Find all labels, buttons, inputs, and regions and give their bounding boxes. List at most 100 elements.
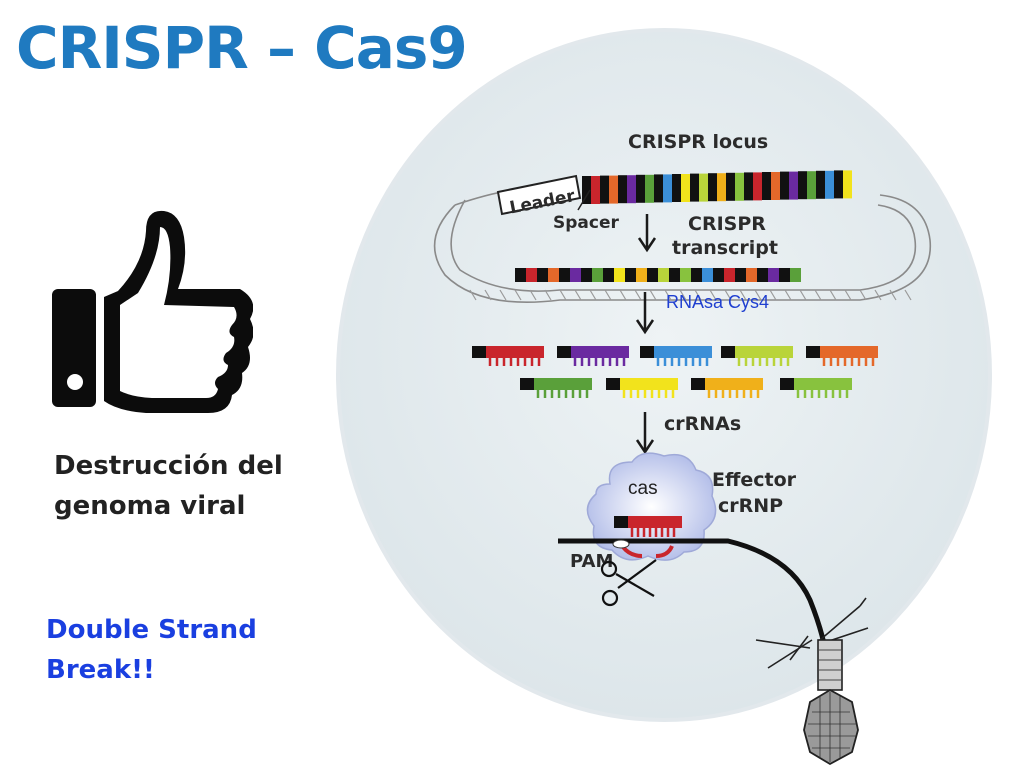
highlight-line-2: Break!!: [46, 655, 155, 685]
helix-rung: [664, 289, 672, 301]
caption-double-strand-break: Double Strand Break!!: [46, 610, 306, 690]
effector-label-2: crRNP: [718, 495, 783, 517]
slide-title: CRISPR – Cas9: [16, 14, 468, 82]
crrna-fragments: [472, 346, 878, 398]
crrna-spacer: [820, 346, 878, 358]
locus-spacer: [627, 175, 636, 204]
locus-spacer: [609, 175, 618, 204]
locus-spacer: [699, 173, 708, 202]
helix-rung: [769, 289, 777, 301]
caption-line-2: genoma viral: [54, 491, 246, 521]
helix-rung: [874, 289, 882, 301]
crrna-spacer: [571, 346, 629, 358]
transcript-repeat: [647, 268, 658, 282]
locus-spacer: [843, 170, 852, 199]
transcript-repeat: [625, 268, 636, 282]
transcript-spacer: [526, 268, 537, 282]
helix-rung: [529, 289, 537, 301]
arrow-down-3-icon: [635, 412, 655, 455]
locus-repeat: [654, 174, 663, 203]
effector-label-1: Effector: [712, 469, 797, 491]
locus-repeat: [582, 176, 591, 204]
helix-rung: [469, 289, 477, 301]
crrna-repeat: [606, 378, 620, 390]
transcript-repeat: [581, 268, 592, 282]
locus-repeat: [600, 175, 609, 204]
arrow-down-2-icon: [635, 292, 655, 335]
dna-helix-ring: [433, 189, 932, 303]
crrna-spacer: [794, 378, 852, 390]
locus-spacer: [825, 170, 834, 199]
crrna-repeat: [721, 346, 735, 358]
crrna-repeat: [780, 378, 794, 390]
caption-viral-genome: Destrucción del genoma viral: [54, 446, 314, 526]
locus-spacer: [591, 176, 600, 204]
transcript-repeat: [757, 268, 768, 282]
scissors-icon: [600, 559, 657, 607]
crispr-locus-label: CRISPR locus: [628, 131, 768, 153]
transcript-repeat: [559, 268, 570, 282]
helix-rung: [784, 289, 792, 301]
crrnas-label: crRNAs: [664, 413, 741, 435]
locus-repeat: [816, 170, 825, 199]
thumbs-up-icon: [48, 205, 254, 427]
crrna-repeat: [806, 346, 820, 358]
locus-repeat: [744, 172, 753, 201]
transcript-repeat: [735, 268, 746, 282]
arrow-down-1-icon: [637, 214, 657, 253]
bound-crrna: [614, 516, 682, 537]
helix-rung: [589, 289, 597, 301]
transcript-label-2: transcript: [672, 237, 778, 259]
transcript-repeat: [691, 268, 702, 282]
helix-rung: [499, 289, 507, 301]
locus-repeat: [690, 173, 699, 202]
crrna-spacer: [735, 346, 793, 358]
crrna-repeat: [520, 378, 534, 390]
helix-rung: [814, 289, 822, 301]
crrna-spacer: [486, 346, 544, 358]
helix-rung: [514, 289, 522, 301]
helix-rung: [559, 289, 567, 301]
transcript-spacer: [570, 268, 581, 282]
crrna-spacer: [620, 378, 678, 390]
crrna-repeat: [557, 346, 571, 358]
transcript-repeat: [537, 268, 548, 282]
helix-rung: [859, 289, 867, 301]
locus-spacer: [717, 173, 726, 202]
locus-spacer: [789, 171, 798, 200]
helix-rung: [574, 289, 582, 301]
locus-spacer: [753, 172, 762, 201]
pam-marker: [612, 539, 630, 549]
crrna-spacer: [534, 378, 592, 390]
transcript-spacer: [768, 268, 779, 282]
highlight-line-1: Double Strand: [46, 615, 257, 645]
transcript-spacer: [658, 268, 669, 282]
helix-rung: [904, 289, 912, 301]
cas-label: cas: [628, 478, 658, 499]
transcript-spacer: [790, 268, 801, 282]
transcript-repeat: [669, 268, 680, 282]
crrna-repeat: [691, 378, 705, 390]
helix-rung: [844, 289, 852, 301]
locus-spacer: [681, 174, 690, 202]
rnase-cys4-label: RNAsa Cys4: [666, 292, 769, 312]
helix-rung: [739, 289, 747, 301]
transcript-spacer: [702, 268, 713, 282]
bacteriophage-icon: [755, 597, 869, 766]
crrna-repeat: [640, 346, 654, 358]
transcript-repeat: [603, 268, 614, 282]
transcript-spacer: [592, 268, 603, 282]
helix-rung: [634, 289, 642, 301]
caption-line-1: Destrucción del: [54, 451, 283, 481]
helix-rung: [754, 289, 762, 301]
transcript-spacer: [636, 268, 647, 282]
transcript-spacer: [680, 268, 691, 282]
locus-repeat: [636, 174, 645, 203]
helix-rung: [649, 289, 657, 301]
transcript-spacer: [746, 268, 757, 282]
locus-repeat: [726, 172, 735, 201]
locus-repeat: [798, 171, 807, 200]
spacer-label: Spacer: [553, 213, 619, 233]
locus-spacer: [663, 174, 672, 203]
